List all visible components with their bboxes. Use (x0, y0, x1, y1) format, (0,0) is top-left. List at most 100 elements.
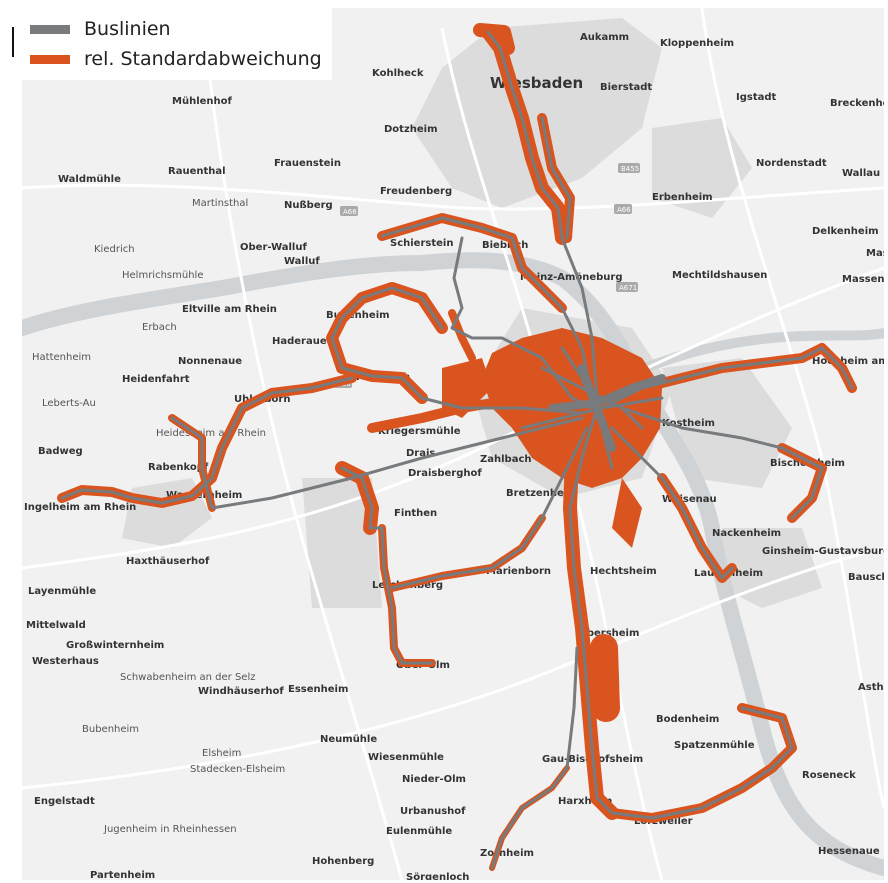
map-canvas[interactable]: B455 A66 A66 A671 A60 Wiesbaden Aukamm K… (22, 8, 884, 880)
place-label: Rabenkopf (148, 462, 209, 473)
place-label: Nordenstadt (756, 158, 827, 169)
legend-item-std: rel. Standardabweichung (30, 44, 322, 74)
place-label: Dotzheim (384, 124, 438, 135)
bus-line-south (568, 406, 794, 820)
place-label: Astheim (858, 682, 884, 693)
place-label: Mechtildshausen (672, 270, 767, 281)
place-label: Kloppenheim (660, 38, 734, 49)
place-label: Mühlenhof (172, 96, 233, 107)
place-label: Freudenberg (380, 186, 452, 197)
place-label: Mainz-Amöneburg (520, 272, 623, 283)
bus-line-zornheim (490, 646, 579, 870)
std-band-south-wide (590, 634, 620, 722)
bus-line-west2 (170, 416, 584, 510)
place-label: Jugenheim in Rheinhessen (103, 824, 237, 835)
bus-line-laubenheim (610, 426, 734, 580)
place-label: Bierstadt (600, 82, 652, 93)
place-label: Eulenmühle (386, 826, 452, 837)
clip-edge-mark (0, 27, 14, 57)
place-label: Hohenberg (312, 856, 374, 867)
place-label: Partenheim (90, 870, 155, 880)
place-label: Haxthäuserhof (126, 556, 210, 567)
place-label: Rauenthal (168, 166, 226, 177)
road-shield-a66-west: A66 (343, 208, 357, 216)
place-label: Sörgenloch (406, 872, 469, 880)
legend-label-std: rel. Standardabweichung (84, 48, 322, 70)
bus-line-schierstein (380, 216, 594, 400)
bus-line-bischofsheim (620, 406, 824, 520)
place-label: Schierstein (390, 238, 453, 249)
bus-line-lerchenberg (390, 426, 589, 590)
place-label: Erbenheim (652, 192, 713, 203)
place-label: Breckenheim (830, 98, 884, 109)
legend-swatch-std (30, 54, 70, 64)
place-label: Frauenstein (274, 158, 341, 169)
place-label: Martinsthal (192, 198, 248, 209)
place-label: Leberts-Au (42, 398, 96, 409)
place-label: Nonnenaue (178, 356, 242, 367)
place-label: Ingelheim am Rhein (24, 502, 136, 513)
bus-line-north2 (540, 116, 572, 240)
place-label: Hochheim am Main (812, 356, 884, 367)
place-label: Urbanushof (400, 806, 466, 817)
bus-line-west (60, 376, 354, 505)
place-label: Budenheim (326, 310, 390, 321)
place-label: Zornheim (480, 848, 534, 859)
place-label: Weisenau (662, 494, 717, 505)
place-label: Hessenaue (818, 846, 880, 857)
place-label: Haderaue (272, 336, 327, 347)
place-label: Elsheim (202, 748, 241, 759)
place-label: Engelstadt (34, 796, 95, 807)
place-label: Nußberg (284, 200, 333, 211)
place-label: Mittelwald (26, 620, 86, 631)
place-label: Hattenheim (32, 352, 91, 363)
place-label: Aukamm (580, 32, 629, 43)
place-label: Ginsheim-Gustavsburg (762, 546, 884, 557)
place-label: Kiedrich (94, 244, 135, 255)
place-label: Biebrich (482, 240, 528, 251)
main-river (627, 328, 884, 378)
road-shield-a66-east: A66 (617, 206, 631, 214)
road-shield-a671: A671 (619, 284, 637, 292)
bus-line-east (600, 346, 854, 410)
bus-line-schierstein2 (450, 236, 594, 410)
place-label: Bubenheim (82, 724, 139, 735)
place-label: Bretzenheim (506, 488, 578, 499)
place-label: Wiesenmühle (368, 752, 444, 763)
place-label: Großwinternheim (66, 640, 164, 651)
place-label: Heidesheim am Rhein (156, 428, 266, 439)
place-label: Bauschheim (848, 572, 884, 583)
place-label: Kohlheck (372, 68, 424, 79)
place-label: Schwabenheim an der Selz (120, 672, 255, 683)
place-label: Delkenheim (812, 226, 879, 237)
std-band-centre-west (367, 398, 497, 433)
place-label: Massenheim (842, 274, 884, 285)
bus-line-budenheim (330, 286, 584, 415)
place-label: Badweg (38, 446, 83, 457)
place-label: Igstadt (736, 92, 777, 103)
place-label: Westerhaus (32, 656, 99, 667)
map[interactable]: B455 A66 A66 A671 A60 Wiesbaden Aukamm K… (22, 8, 884, 880)
place-label: Neumühle (320, 734, 377, 745)
place-label: Finthen (394, 508, 437, 519)
place-label: Mas (866, 248, 884, 259)
place-label: Walluf (284, 256, 320, 267)
legend-item-bus: Buslinien (30, 14, 322, 44)
place-label: Ober-Walluf (240, 242, 307, 253)
place-label: Lörzweiler (634, 816, 693, 827)
legend-swatch-bus (30, 24, 70, 34)
place-label: Hechtsheim (590, 566, 657, 577)
place-label: Helmrichsmühle (122, 270, 203, 281)
place-label: Roseneck (802, 770, 856, 781)
bus-line-centre-c (520, 396, 664, 430)
legend: Buslinien rel. Standardabweichung (22, 8, 332, 80)
place-label: Essenheim (288, 684, 348, 695)
bus-line-finthen (340, 466, 434, 665)
place-label: Stadecken-Elsheim (190, 764, 285, 775)
road-shield-b455: B455 (621, 165, 639, 173)
bus-lines-trunk (548, 364, 666, 452)
place-label: Nieder-Olm (402, 774, 466, 785)
place-label: Nackenheim (712, 528, 781, 539)
place-label: Erbach (142, 322, 177, 333)
place-label: Kostheim (662, 418, 715, 429)
